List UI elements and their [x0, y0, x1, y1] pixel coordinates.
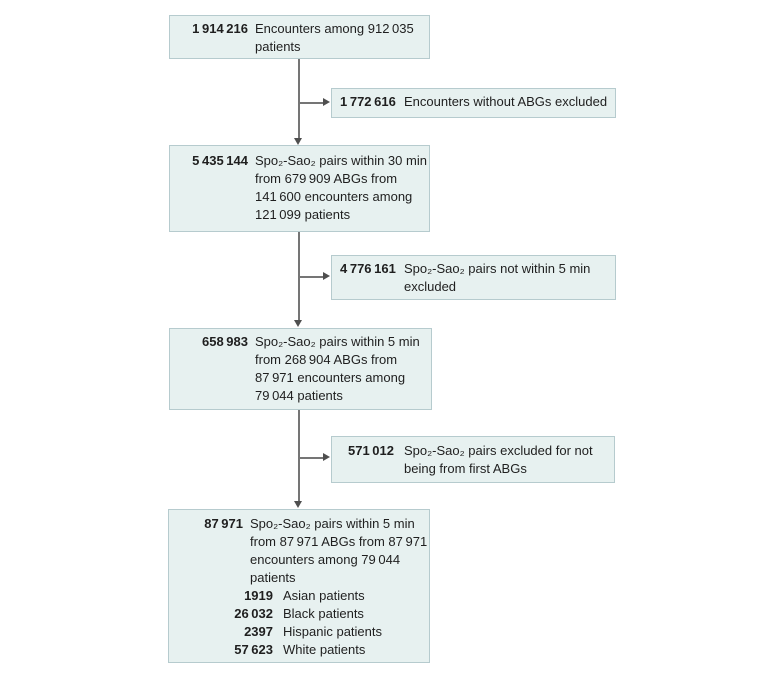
label-hispanic-patients: Hispanic patients	[283, 624, 382, 639]
arrow-down-icon	[294, 320, 302, 327]
arrow-right-icon	[323, 453, 330, 461]
count-white-patients: 57 623	[234, 642, 273, 657]
count-excluded-not-5min: 4 776 161	[340, 261, 396, 276]
exclusion-box-no-abgs: 1 772 616 Encounters without ABGs exclud…	[331, 88, 616, 118]
count-final-cohort: 87 971	[204, 516, 243, 531]
label-white-patients: White patients	[283, 642, 366, 657]
flow-box-pairs-30min: 5 435 144 Spo₂-Sao₂ pairs within 30 min …	[169, 145, 430, 232]
description-pairs-5min: Spo₂-Sao₂ pairs within 5 min from 268 90…	[255, 334, 420, 403]
count-black-patients: 26 032	[234, 606, 273, 621]
count-pairs-5min: 658 983	[202, 334, 248, 349]
description-final-cohort: Spo₂-Sao₂ pairs within 5 min from 87 971…	[250, 516, 428, 585]
flow-box-pairs-5min: 658 983 Spo₂-Sao₂ pairs within 5 min fro…	[169, 328, 432, 410]
count-hispanic-patients: 2397	[244, 624, 273, 639]
arrow-right-icon	[323, 98, 330, 106]
flow-box-final-cohort: 87 971 Spo₂-Sao₂ pairs within 5 min from…	[168, 509, 430, 663]
count-all-encounters: 1 914 216	[192, 21, 248, 36]
count-asian-patients: 1919	[244, 588, 273, 603]
exclusion-box-not-first-abg: 571 012 Spo₂-Sao₂ pairs excluded for not…	[331, 436, 615, 483]
connector-line-3	[298, 410, 300, 501]
final-cohort-sub-row: 1919 Asian patients	[179, 587, 425, 605]
final-cohort-sub-row: 2397 Hispanic patients	[179, 623, 425, 641]
label-black-patients: Black patients	[283, 606, 364, 621]
label-asian-patients: Asian patients	[283, 588, 365, 603]
count-excluded-not-first-abg: 571 012	[348, 443, 394, 458]
connector-line-1	[298, 59, 300, 138]
arrow-down-icon	[294, 138, 302, 145]
flow-box-all-encounters: 1 914 216 Encounters among 912 035 patie…	[169, 15, 430, 59]
final-cohort-sub-row: 57 623 White patients	[179, 641, 425, 659]
final-cohort-main-row: 87 971 Spo₂-Sao₂ pairs within 5 min from…	[179, 515, 428, 587]
description-excluded-not-first-abg: Spo₂-Sao₂ pairs excluded for not being f…	[404, 443, 593, 476]
description-all-encounters: Encounters among 912 035 patients	[255, 21, 414, 54]
branch-line-1	[299, 102, 323, 104]
connector-line-2	[298, 232, 300, 320]
arrow-down-icon	[294, 501, 302, 508]
description-excluded-not-5min: Spo₂-Sao₂ pairs not within 5 min exclude…	[404, 261, 591, 294]
arrow-right-icon	[323, 272, 330, 280]
description-pairs-30min: Spo₂-Sao₂ pairs within 30 min from 679 9…	[255, 153, 427, 222]
branch-line-3	[299, 457, 323, 459]
exclusion-box-not-5min: 4 776 161 Spo₂-Sao₂ pairs not within 5 m…	[331, 255, 616, 300]
description-excluded-no-abgs: Encounters without ABGs excluded	[404, 94, 608, 109]
count-pairs-30min: 5 435 144	[192, 153, 248, 168]
branch-line-2	[299, 276, 323, 278]
final-cohort-sub-row: 26 032 Black patients	[179, 605, 425, 623]
count-excluded-no-abgs: 1 772 616	[340, 94, 396, 109]
